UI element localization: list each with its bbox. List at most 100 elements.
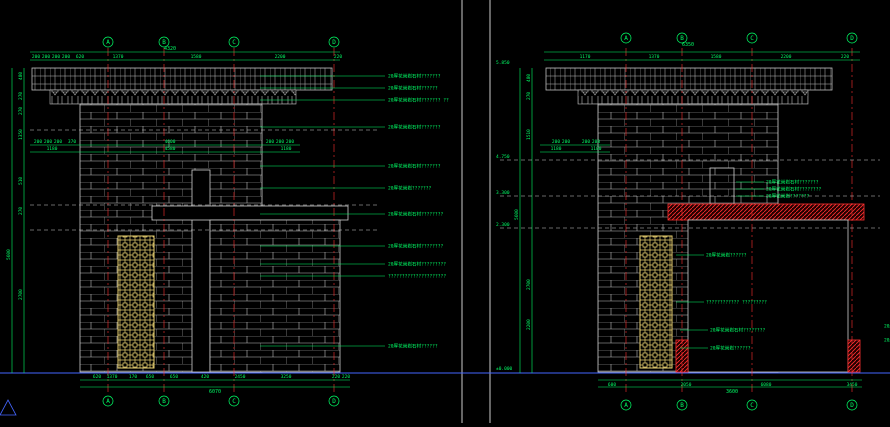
axis-label-bottom-right-A-bubble [620,399,632,411]
left-callout-text: 20厚花岗岩??????? [388,185,432,192]
left-mid-dim: 200 [44,139,52,145]
right-level-label: 2.300 [496,222,510,228]
axis-label-top-right-D: D [850,35,854,42]
right-mid-dim: 200 [592,139,600,145]
right-level-label: 3.300 [496,190,510,196]
axis-label-bottom-right-B-bubble [676,399,688,411]
left-bottom-overall: 6070 [209,389,221,395]
right-bottom-overall: 3600 [726,389,738,395]
left-bottom-dim: 220 [332,374,340,380]
left-level-dim: 1350 [18,129,24,140]
right-level-dim: 480 [526,74,532,82]
axis-label-bottom-A: A [106,398,110,405]
right-callout-text: 20厚花岗岩石材??????? [766,179,819,186]
right-level-dim: 2700 [526,279,532,290]
left-level-dim: 270 [18,207,24,215]
axis-label-top-B-bubble [158,36,170,48]
left-top-dim: 1580 [191,54,202,60]
left-level-dim: 480 [18,72,24,80]
left-mid-dim: 200 [266,139,274,145]
right-top-overall-dim: 6350 [682,42,694,48]
right-callout-text: 20厚花岗岩??????? [766,193,810,200]
right-top-dim: 220 [841,54,849,60]
right-dentil-band [577,89,809,105]
axis-label-bottom-right-D: D [850,402,854,409]
right-bottom-dim: 3450 [847,382,858,388]
right-column-right [847,339,861,373]
left-pilaster [191,169,211,373]
axis-label-bottom-D-bubble [328,395,340,407]
axis-label-bottom-right-D-bubble [846,399,858,411]
left-top-dim: 200 [62,54,70,60]
left-mid-dim-2: 1180 [47,146,58,152]
axis-label-top-right-A: A [624,35,628,42]
axis-label-top-right-D-bubble [846,32,858,44]
left-top-dim: 220 [334,54,342,60]
right-roof-tiles [545,67,833,91]
axis-label-top-right-C: C [750,35,754,42]
right-callout-text: ???????????? ????????? [706,300,767,306]
right-callout-text: 20厚花岗岩?????? [706,252,747,259]
left-bottom-dim: 1370 [107,374,118,380]
left-mid-dim-2: 4580 [165,146,176,152]
axis-label-top-D: D [332,39,336,46]
axis-label-top-A: A [106,39,110,46]
left-elevation [11,48,385,392]
north-marker-icon [0,399,17,416]
left-top-dim: 200 [32,54,40,60]
right-bottom-dim: 6080 [761,382,772,388]
right-mid-dim: 200 [582,139,590,145]
axis-label-bottom-B-bubble [158,395,170,407]
axis-label-bottom-right-C-bubble [746,399,758,411]
left-bottom-dim: 220 [342,374,350,380]
right-mid-dim-2: 1180 [551,146,562,152]
left-callout-text: 20厚花岗岩石材?????? [388,343,438,350]
left-top-dim: 2200 [275,54,286,60]
right-top-dim: 1580 [711,54,722,60]
left-callout-text: 20厚花岗岩石材???????? [388,211,443,218]
left-bottom-dim: 2450 [235,374,246,380]
right-level-label: 4.750 [496,154,510,160]
axis-label-bottom-right-A: A [624,402,628,409]
axis-label-top-D-bubble [328,36,340,48]
right-hatched-beam [667,203,865,221]
left-bottom-dim: 620 [93,374,101,380]
axis-label-bottom-C: C [232,398,236,405]
left-level-dim: 510 [18,177,24,185]
left-top-dim: 1370 [113,54,124,60]
left-callout-text: 20厚花岗岩石材??????? [388,163,441,170]
right-callout-text: 20厚花岗岩石材???????? [710,327,765,334]
right-chimney [709,167,735,205]
right-elevation [500,48,880,392]
left-bottom-dim: 650 [146,374,154,380]
left-mid-dim: 200 [286,139,294,145]
right-level-dim: 5600 [514,209,520,220]
left-bottom-dim: 420 [201,374,209,380]
left-callout-text: 20厚花岗岩石材??????? [388,124,441,131]
left-mid-dim: 370 [68,139,76,145]
left-top-dim: 200 [52,54,60,60]
left-mid-dim: 200 [54,139,62,145]
right-level-dim: 270 [526,92,532,100]
left-lattice-window [117,235,155,369]
right-mid-dim-2: 1180 [591,146,602,152]
left-top-dim: 620 [76,54,84,60]
right-top-dim: 2200 [781,54,792,60]
left-level-dim: 270 [18,92,24,100]
left-mid-dim: 200 [276,139,284,145]
axis-label-bottom-A-bubble [102,395,114,407]
axis-label-top-C: C [232,39,236,46]
right-level-dim: 2200 [526,319,532,330]
axis-label-bottom-D: D [332,398,336,405]
axis-label-top-right-B-bubble [676,32,688,44]
axis-label-top-right-C-bubble [746,32,758,44]
right-opening [687,219,849,373]
axis-label-top-right-B: B [680,35,684,42]
left-callout-text: 20厚花岗岩石材??????? ?? [388,97,449,104]
right-top-dim: 1370 [649,54,660,60]
left-callout-text: 20厚花岗岩石材?????? [388,85,438,92]
left-callout-text: ????????????????????? [388,274,446,280]
right-lattice-window [639,235,673,369]
